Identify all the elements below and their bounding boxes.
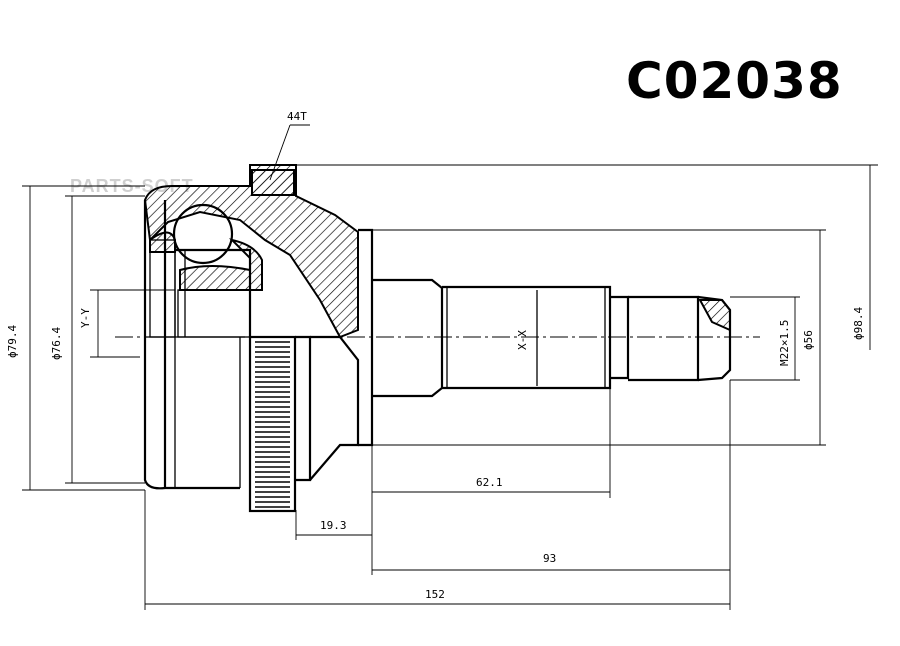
section-x-label: X-X [516, 330, 529, 350]
ball [172, 203, 234, 265]
thread-label: M22×1.5 [778, 320, 791, 366]
abs-ring [248, 335, 297, 513]
flange-dia-label: ϕ98.4 [852, 307, 865, 340]
section-y-label: Y-Y [79, 308, 92, 328]
left-dimensions [22, 185, 175, 491]
ball-race [149, 203, 263, 338]
ring-gear-upper [251, 169, 295, 196]
shaft-dia-label: ϕ56 [802, 330, 815, 350]
outer-housing [143, 164, 359, 490]
seat-dia-label: ϕ76.4 [50, 327, 63, 360]
outer-dia-label: ϕ79.4 [6, 325, 19, 358]
teeth-label: 44T [287, 110, 307, 123]
bottom-dimensions [144, 380, 731, 610]
total-length-label: 152 [425, 588, 445, 601]
ring-offset-label: 19.3 [320, 519, 347, 532]
spline-length-label: 62.1 [476, 476, 503, 489]
shaft [372, 278, 732, 398]
flange [358, 228, 374, 447]
part-number: C02038 [626, 52, 843, 110]
shaft-length-label: 93 [543, 552, 556, 565]
right-dimensions [269, 124, 878, 446]
